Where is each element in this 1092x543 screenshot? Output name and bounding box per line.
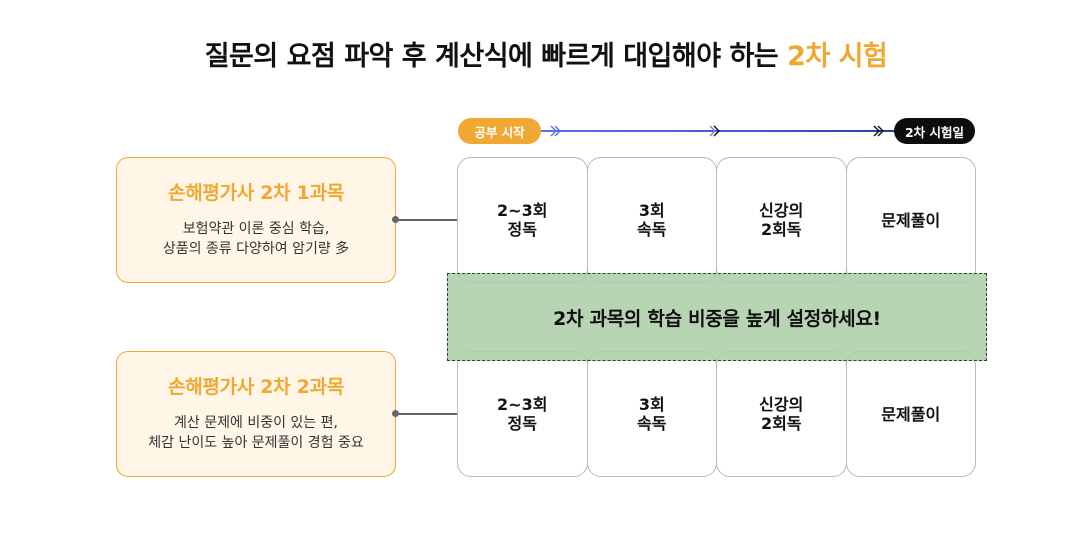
step-cell: 2~3회 정독 [457,351,588,477]
title-main: 질문의 요점 파악 후 계산식에 빠르게 대입해야 하는 [204,41,779,72]
step-cell: 문제풀이 [845,157,976,283]
subject-card-2: 손해평가사 2차 2과목 계산 문제에 비중이 있는 편, 체감 난이도 높아 … [116,351,396,477]
connector-line [396,219,457,221]
step-cell: 신강의 2회독 [716,157,847,283]
page-title: 질문의 요점 파악 후 계산식에 빠르게 대입해야 하는 2차 시험 [0,34,1092,73]
step-cell: 3회 속독 [586,351,717,477]
subject-card-1: 손해평가사 2차 1과목 보험약관 이론 중심 학습, 상품의 종류 다양하여 … [116,157,396,283]
timeline-line [541,130,894,132]
title-accent: 2차 시험 [787,41,888,72]
step-row-subject-2: 2~3회 정독 3회 속독 신강의 2회독 문제풀이 [457,351,976,477]
subject-desc-line: 체감 난이도 높아 문제풀이 경험 중요 [148,435,364,451]
connector-dot [392,216,399,223]
step-cell: 3회 속독 [586,157,717,283]
timeline-end-badge: 2차 시험일 [894,118,975,144]
subject-description: 보험약관 이론 중심 학습, 상품의 종류 다양하여 암기량 多 [117,219,395,259]
subject-desc-line: 상품의 종류 다양하여 암기량 多 [162,241,350,257]
step-row-subject-1: 2~3회 정독 3회 속독 신강의 2회독 문제풀이 [457,157,976,283]
step-cell: 문제풀이 [845,351,976,477]
emphasis-banner: 2차 과목의 학습 비중을 높게 설정하세요! [447,273,987,361]
subject-desc-line: 보험약관 이론 중심 학습, [182,221,330,237]
subject-title: 손해평가사 2차 2과목 [168,376,344,398]
double-chevron-right-icon [709,125,720,137]
double-chevron-right-icon [550,125,561,137]
timeline-start-badge: 공부 시작 [458,118,541,144]
connector-dot [392,410,399,417]
double-chevron-right-icon [873,125,884,137]
connector-line [396,413,457,415]
step-cell: 신강의 2회독 [716,351,847,477]
subject-title: 손해평가사 2차 1과목 [168,182,344,204]
step-cell: 2~3회 정독 [457,157,588,283]
subject-desc-line: 계산 문제에 비중이 있는 편, [174,415,338,431]
subject-description: 계산 문제에 비중이 있는 편, 체감 난이도 높아 문제풀이 경험 중요 [117,413,395,453]
